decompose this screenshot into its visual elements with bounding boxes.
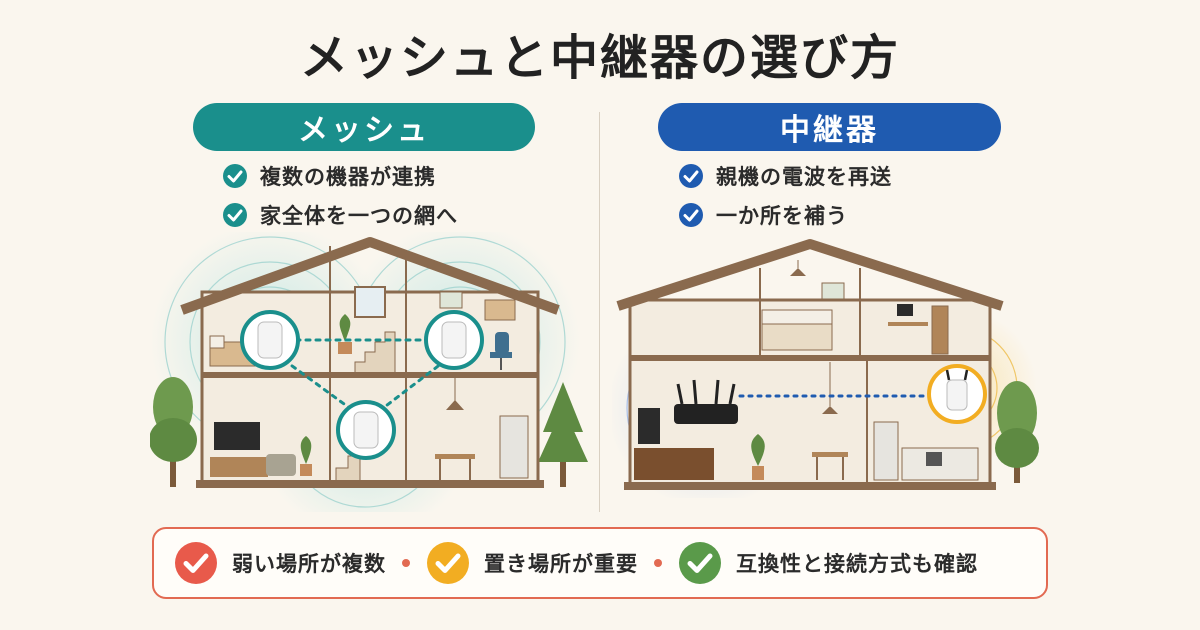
plant-icon [338,314,352,354]
tree-icon [538,382,588,487]
mesh-feature-list: 複数の機器が連携 家全体を一つの網へ [222,163,458,241]
tip-separator-dot [402,559,410,567]
plant-icon [751,434,765,480]
shelf-icon [484,299,516,321]
sofa-icon [266,454,296,476]
repeater-feature-label: 一か所を補う [716,204,848,228]
tip-separator-dot [654,559,662,567]
pendant-lamp-icon [790,260,806,276]
bed-icon [761,309,833,351]
mesh-house-illustration [150,232,588,512]
office-chair-icon [490,332,512,370]
tv-icon [634,408,714,480]
page-title: メッシュと中継器の選び方 [299,30,900,86]
tip-label: 置き場所が重要 [484,552,638,576]
mesh-heading-pill: メッシュ [193,103,535,151]
repeater-feature-list: 親機の電波を再送 一か所を補う [678,163,892,241]
tip-item: 置き場所が重要 [426,541,638,585]
check-circle-teal-icon [223,203,247,227]
tip-label: 弱い場所が複数 [232,552,386,576]
mesh-feature-item: 複数の機器が連携 [222,163,458,189]
desk-icon [888,304,949,355]
refrigerator-icon [499,415,529,479]
mesh-feature-label: 複数の機器が連携 [260,165,436,189]
mesh-node-icon [336,400,396,460]
repeater-feature-item: 一か所を補う [678,202,892,228]
tips-bar: 弱い場所が複数 置き場所が重要 互換性と接続方式も確認 [152,527,1048,599]
check-circle-blue-icon [679,203,703,227]
check-circle-teal-icon [223,164,247,188]
check-circle-red-icon [175,542,217,584]
window-icon [354,286,386,318]
repeater-house-illustration [612,239,1039,498]
mesh-feature-label: 家全体を一つの網へ [260,204,458,228]
plant-icon [300,436,312,476]
repeater-device-icon [927,364,987,424]
check-circle-green-icon [679,542,721,584]
check-circle-blue-icon [679,164,703,188]
mesh-link-lines [282,338,448,414]
repeater-feature-label: 親機の電波を再送 [716,165,892,189]
tree-icon [995,381,1039,483]
pendant-lamp-icon [822,362,838,414]
center-divider [599,112,600,512]
picture-frame-icon [439,291,463,309]
tree-icon [150,377,197,487]
repeater-heading-pill: 中継器 [658,103,1001,151]
mesh-node-icon [240,310,300,370]
check-circle-yellow-icon [427,542,469,584]
repeater-feature-item: 親機の電波を再送 [678,163,892,189]
kitchen-icon [873,421,979,481]
router-icon [674,379,738,424]
mesh-node-icon [424,310,484,370]
dining-table-icon [812,452,848,480]
tip-label: 互換性と接続方式も確認 [736,552,978,576]
tip-item: 互換性と接続方式も確認 [678,541,978,585]
tip-item: 弱い場所が複数 [174,541,386,585]
mesh-feature-item: 家全体を一つの網へ [222,202,458,228]
picture-frame-icon [821,282,845,300]
dining-table-icon [435,454,475,480]
pendant-lamp-icon [446,378,464,410]
tv-icon [210,422,268,477]
